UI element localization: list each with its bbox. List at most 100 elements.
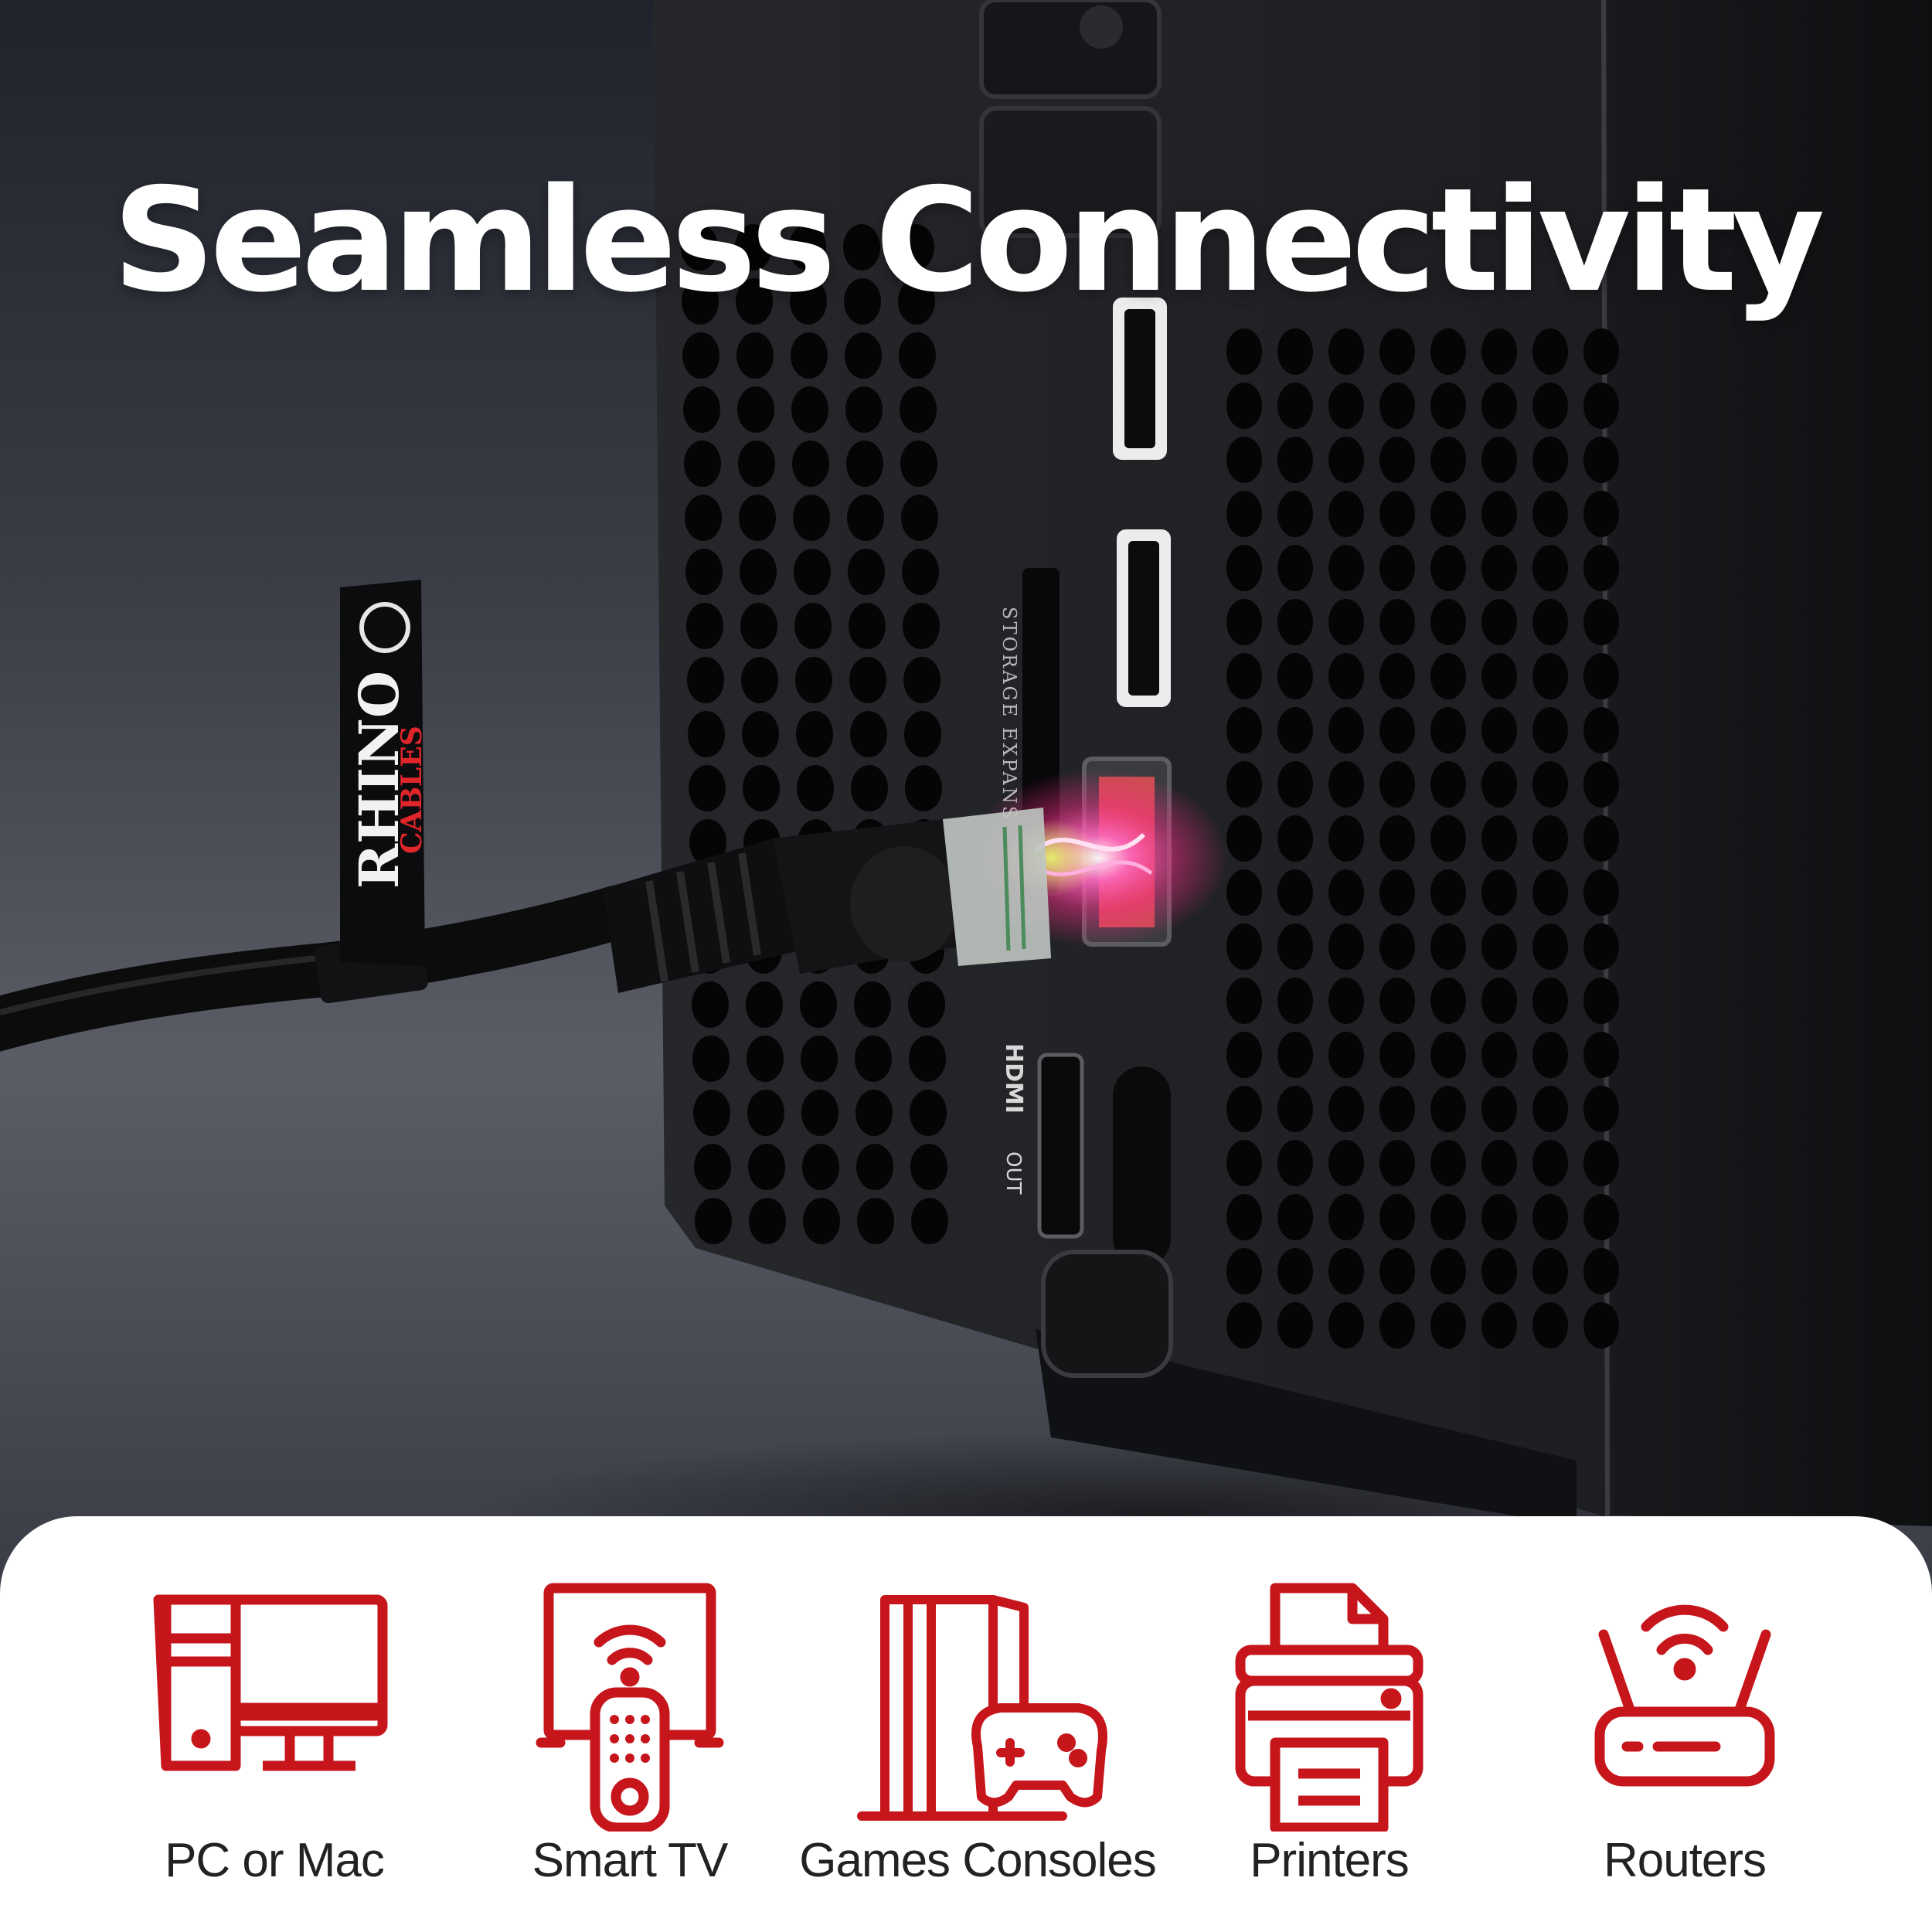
vent-hole xyxy=(1226,707,1262,753)
vent-hole xyxy=(736,332,774,379)
vent-hole xyxy=(1583,383,1619,429)
vent-hole xyxy=(844,278,881,325)
vent-hole xyxy=(856,1144,893,1190)
vent-hole xyxy=(1379,599,1415,645)
vent-hole xyxy=(1328,923,1364,970)
vent-hole xyxy=(1328,1194,1364,1240)
vent-hole xyxy=(1583,1086,1619,1132)
vent-hole xyxy=(1379,1140,1415,1186)
vent-hole xyxy=(905,765,942,811)
vent-hole xyxy=(736,278,773,325)
vent-hole xyxy=(1481,599,1517,645)
vent-hole xyxy=(1226,869,1262,916)
vent-hole xyxy=(747,1090,784,1136)
hdmi-label: HDMI xyxy=(1000,1043,1027,1114)
vent-hole xyxy=(1277,869,1313,916)
vent-hole xyxy=(1379,815,1415,862)
vent-hole xyxy=(1430,383,1466,429)
vent-hole xyxy=(847,495,884,541)
vent-hole xyxy=(846,440,883,487)
tag-brand-line2: CABLES xyxy=(396,726,428,854)
device-label: Games Consoles xyxy=(799,1834,1157,1887)
vent-hole xyxy=(1481,923,1517,970)
vent-hole xyxy=(682,278,719,325)
vent-hole xyxy=(1481,761,1517,808)
cable-tag: RHINO CABLES xyxy=(340,580,428,966)
vent-hole xyxy=(1277,815,1313,862)
vent-hole xyxy=(1430,1248,1466,1294)
vent-hole xyxy=(1328,1248,1364,1294)
vent-hole xyxy=(1583,1140,1619,1186)
vent-hole xyxy=(1430,1140,1466,1186)
vent-hole xyxy=(686,603,723,649)
vent-hole xyxy=(1430,1302,1466,1349)
vent-hole xyxy=(899,332,936,379)
vent-hole xyxy=(1532,707,1568,753)
vent-hole xyxy=(1328,545,1364,591)
vent-hole xyxy=(1226,1140,1262,1186)
vent-hole xyxy=(1226,1194,1262,1240)
vent-hole xyxy=(801,1036,838,1082)
vent-hole xyxy=(793,495,830,541)
vent-hole xyxy=(1328,761,1364,808)
vent-hole xyxy=(1583,1032,1619,1078)
vent-hole xyxy=(1583,815,1619,862)
vent-hole xyxy=(1430,815,1466,862)
vent-hole xyxy=(1226,491,1262,537)
vent-hole xyxy=(1226,978,1262,1024)
vent-hole xyxy=(1379,491,1415,537)
vent-hole xyxy=(1277,437,1313,483)
vent-hole xyxy=(693,1090,730,1136)
vent-hole xyxy=(687,657,724,703)
games-console-icon xyxy=(857,1595,1107,1821)
vent-hole xyxy=(1532,815,1568,862)
vent-hole xyxy=(800,981,837,1028)
vent-hole xyxy=(803,1198,840,1244)
vent-hole xyxy=(796,711,833,757)
vent-hole xyxy=(685,549,723,595)
vent-hole xyxy=(1277,1194,1313,1240)
vent-hole xyxy=(1328,869,1364,916)
headline: Seamless Connectivity xyxy=(112,156,1825,324)
vent-hole xyxy=(1226,437,1262,483)
vent-hole xyxy=(1379,383,1415,429)
vent-hole xyxy=(1481,383,1517,429)
vent-hole xyxy=(685,495,722,541)
vent-hole xyxy=(1328,437,1364,483)
vent-hole xyxy=(1379,653,1415,699)
vent-hole xyxy=(1379,761,1415,808)
vent-hole xyxy=(1226,1302,1262,1349)
device-games-consoles: Games Consoles xyxy=(799,1577,1157,1901)
vent-hole xyxy=(1430,1032,1466,1078)
device-smart-tv: Smart TV xyxy=(460,1577,800,1901)
vent-hole xyxy=(1583,869,1619,916)
vent-hole xyxy=(1328,599,1364,645)
vent-hole xyxy=(1583,707,1619,753)
vent-hole xyxy=(1379,1086,1415,1132)
vent-hole xyxy=(1532,1194,1568,1240)
vent-hole xyxy=(1328,653,1364,699)
vent-hole xyxy=(903,603,940,649)
vent-hole xyxy=(1277,383,1313,429)
vent-hole xyxy=(1277,1032,1313,1078)
vent-hole xyxy=(1430,978,1466,1024)
vent-hole xyxy=(1532,383,1568,429)
vent-hole xyxy=(845,386,883,433)
vent-hole xyxy=(1226,383,1262,429)
vent-hole xyxy=(1379,1302,1415,1349)
storage-label: STORAGE EXPANS xyxy=(998,607,1020,821)
vent-hole xyxy=(1583,437,1619,483)
vent-hole xyxy=(1481,869,1517,916)
vent-hole xyxy=(738,440,775,487)
vent-hole xyxy=(1379,328,1415,375)
vent-hole xyxy=(749,1198,786,1244)
vent-hole xyxy=(1532,1086,1568,1132)
vent-hole xyxy=(741,657,778,703)
vent-hole xyxy=(1532,1248,1568,1294)
vent-hole xyxy=(1481,328,1517,375)
wifi-router-icon xyxy=(1594,1604,1775,1787)
vent-hole xyxy=(1379,707,1415,753)
vent-hole xyxy=(1277,978,1313,1024)
vent-hole xyxy=(791,332,828,379)
vent-hole xyxy=(849,657,886,703)
